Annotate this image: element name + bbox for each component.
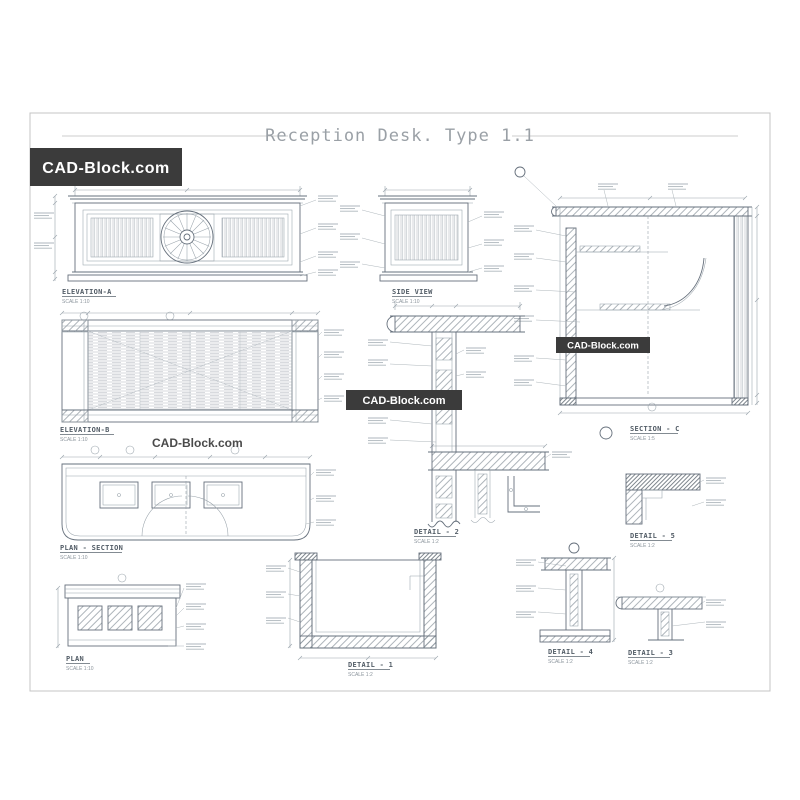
detail-5-scale: SCALE 1:2 xyxy=(630,543,655,549)
elevation-b-scale: SCALE 1:10 xyxy=(60,437,88,443)
title-block: Reception Desk. Type 1.1 xyxy=(62,126,738,146)
detail-4-scale: SCALE 1:2 xyxy=(548,659,573,665)
plan-label: PLAN xyxy=(66,655,84,663)
cadblock-logo: CAD-Block.com xyxy=(30,148,182,186)
elevation-a-label: ELEVATION-A xyxy=(62,288,112,296)
detail-2-label: DETAIL - 2 xyxy=(414,528,459,536)
callout-bubble xyxy=(125,445,135,455)
dimension-lines xyxy=(59,454,313,460)
callout-bubble xyxy=(514,166,526,178)
plan-scale: SCALE 1:10 xyxy=(66,666,94,672)
view-detail-3: DETAIL - 3 SCALE 1:2 xyxy=(615,583,727,666)
detail-4-label: DETAIL - 4 xyxy=(548,648,593,656)
view-side-view: SIDE VIEW SCALE 1:10 xyxy=(378,186,478,305)
page-title: Reception Desk. Type 1.1 xyxy=(265,126,535,146)
dimension-lines xyxy=(382,186,473,196)
callout-bubble xyxy=(647,402,657,412)
view-plan: PLAN SCALE 1:10 xyxy=(55,573,207,672)
view-elevation-b: ELEVATION-B SCALE 1:10 xyxy=(59,310,345,443)
plan-section-label: PLAN - SECTION xyxy=(60,544,123,552)
detail-1-scale: SCALE 1:2 xyxy=(348,672,373,678)
side-view-scale: SCALE 1:10 xyxy=(392,299,420,305)
view-detail-1: DETAIL - 1 SCALE 1:2 xyxy=(265,552,442,678)
dimension-lines xyxy=(611,555,617,643)
section-c-scale: SCALE 1:5 xyxy=(630,436,655,442)
view-detail-2: DETAIL - 2 SCALE 1:2 xyxy=(367,302,573,545)
annotation-notes xyxy=(367,339,573,459)
annotation-notes xyxy=(691,477,727,507)
dimension-lines xyxy=(557,195,760,416)
section-c-label: SECTION - C xyxy=(630,425,680,433)
elevation-b-label: ELEVATION-B xyxy=(60,426,110,434)
dimension-lines xyxy=(392,302,548,449)
side-view-label: SIDE VIEW xyxy=(392,288,433,296)
callout-bubble xyxy=(655,583,665,593)
detail-1-label: DETAIL - 1 xyxy=(348,661,393,669)
annotation-notes xyxy=(305,469,337,526)
detail-5-label: DETAIL - 5 xyxy=(630,532,675,540)
dimension-lines xyxy=(287,557,439,661)
drawing-content: ELEVATION-A SCALE 1:10 SIDE VIEW SCALE 1… xyxy=(33,166,760,678)
watermark-elevation-text: CAD-Block.com xyxy=(152,436,243,450)
watermark-text: CAD-Block.com xyxy=(362,395,445,407)
detail-3-scale: SCALE 1:2 xyxy=(628,660,653,666)
annotation-notes xyxy=(168,583,207,650)
sunburst-medallion xyxy=(160,210,214,264)
annotation-notes xyxy=(265,565,301,624)
annotation-notes xyxy=(671,599,727,628)
dimension-lines xyxy=(59,310,321,316)
watermark-background xyxy=(556,337,650,353)
annotation-notes xyxy=(515,559,567,618)
annotation-notes xyxy=(317,329,345,402)
watermark-section: CAD-Block.com xyxy=(556,337,650,353)
detail-2-scale: SCALE 1:2 xyxy=(414,539,439,545)
watermark-background xyxy=(346,390,462,410)
watermark-text: CAD-Block.com xyxy=(567,341,639,352)
logo-background xyxy=(30,148,182,186)
view-section-c: SECTION - C SCALE 1:5 xyxy=(513,166,760,442)
view-plan-section: PLAN - SECTION SCALE 1:10 xyxy=(59,445,337,561)
view-detail-4: DETAIL - 4 SCALE 1:2 xyxy=(515,542,617,665)
callout-bubble xyxy=(90,445,100,455)
plan-section-scale: SCALE 1:10 xyxy=(60,555,88,561)
detail-3-label: DETAIL - 3 xyxy=(628,649,673,657)
annotation-notes xyxy=(33,195,505,277)
elevation-a-scale: SCALE 1:10 xyxy=(62,299,90,305)
drawer-units xyxy=(99,481,243,509)
logo-text: CAD-Block.com xyxy=(42,160,169,177)
view-detail-5: DETAIL - 5 SCALE 1:2 xyxy=(625,473,727,549)
callout-bubble xyxy=(117,573,127,583)
dimension-lines xyxy=(52,186,303,282)
callout-bubble xyxy=(230,445,240,455)
annotation-notes xyxy=(513,183,689,387)
callout-bubble xyxy=(599,426,613,440)
view-elevation-a: ELEVATION-A SCALE 1:10 xyxy=(52,186,308,305)
callout-bubble xyxy=(568,542,580,554)
sheet-border xyxy=(29,112,771,692)
dimension-lines xyxy=(55,585,61,649)
angle-bracket xyxy=(507,476,540,513)
watermark-center: CAD-Block.com xyxy=(346,390,462,410)
